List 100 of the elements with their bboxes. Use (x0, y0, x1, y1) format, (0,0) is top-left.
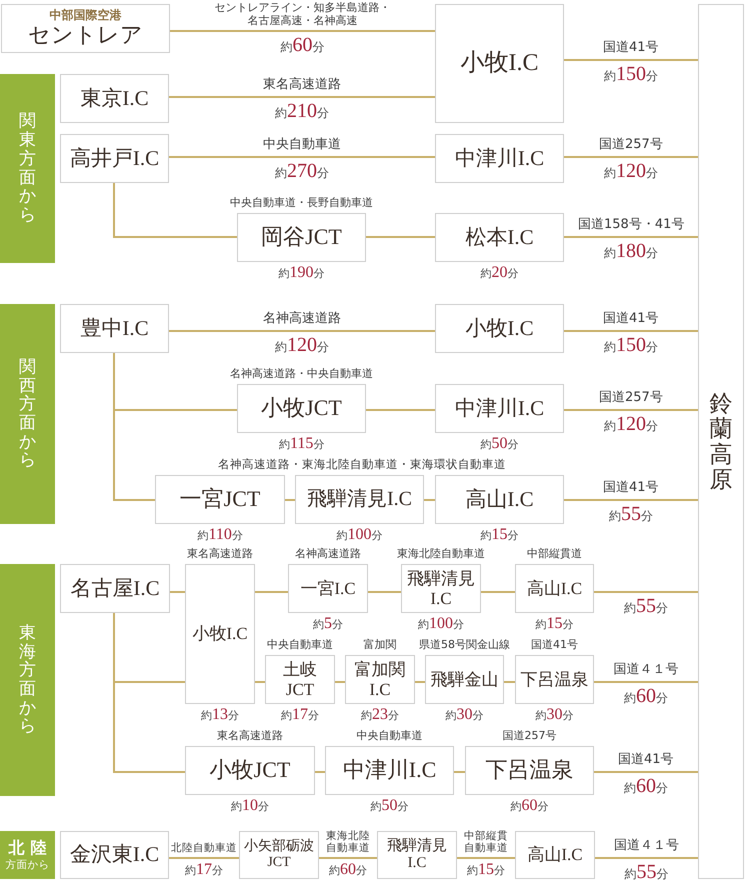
road-name: 国道４１号 (614, 663, 678, 678)
road-name: 名神高速道路 (263, 312, 341, 327)
place-name: 小牧I.C (460, 50, 538, 77)
road-line (255, 591, 288, 593)
road-line (169, 857, 239, 859)
travel-time: 約150分 (604, 335, 658, 355)
place-name: 金沢東I.C (70, 843, 160, 867)
road-name: 国道41号 (603, 481, 659, 496)
road-line (335, 681, 345, 683)
place-box (185, 564, 255, 704)
place-box (265, 655, 335, 704)
road-name: 国道257号 (599, 391, 663, 406)
road-name: 名神高速道路 (295, 548, 361, 561)
travel-time: 約15分 (467, 862, 505, 878)
travel-time: 約50分 (370, 798, 408, 814)
travel-time: 約190分 (278, 265, 324, 281)
road-line (594, 771, 698, 773)
travel-time: 約120分 (604, 161, 658, 181)
road-line (255, 681, 265, 683)
road-line (113, 183, 237, 238)
travel-time: 約10分 (231, 798, 269, 814)
road-line (594, 591, 698, 593)
place-name: 中津川I.C (454, 396, 544, 420)
travel-time: 約110分 (198, 527, 243, 543)
place-box (155, 475, 285, 524)
place-name: 小矢部砺波JCT (243, 839, 315, 871)
place-box (60, 74, 169, 123)
place-name: 豊中I.C (80, 316, 149, 340)
destination-name: 鈴蘭高原 (710, 390, 732, 492)
road-name: 国道41号 (531, 639, 578, 652)
road-line (564, 409, 698, 411)
place-box (465, 746, 594, 795)
road-name: 東海北陸自動車道 (397, 548, 485, 561)
road-name: 中央自動車道 (356, 730, 422, 743)
travel-time: 約13分 (201, 707, 239, 723)
place-name: 飛騨清見I.C (406, 569, 476, 608)
road-name: 県道58号関金山線 (419, 639, 510, 652)
place-name: 小牧I.C (465, 316, 534, 340)
road-line (169, 156, 435, 158)
region-label: 関西方面から (19, 358, 36, 470)
place-name: 高山I.C (527, 845, 583, 865)
place-box (60, 134, 169, 183)
region-label: 関東方面から (19, 112, 36, 225)
place-name: 高井戸I.C (70, 146, 160, 170)
place-box (435, 4, 564, 123)
travel-time: 約17分 (185, 862, 223, 878)
road-line (170, 30, 435, 32)
travel-time: 約30分 (536, 707, 574, 723)
road-line (113, 353, 155, 501)
travel-time: 約5分 (313, 616, 343, 632)
road-line (457, 857, 515, 859)
road-name: セントレアライン・知多半島道路・名古屋高速・名神高速 (214, 2, 392, 28)
road-name: 東海北陸自動車道 (326, 830, 370, 854)
travel-time: 約55分 (624, 862, 668, 881)
region-band (0, 564, 55, 796)
road-line (564, 236, 698, 238)
travel-time: 約15分 (480, 527, 518, 543)
travel-time: 約180分 (604, 241, 658, 261)
place-name: 飛騨清見I.C (386, 838, 448, 872)
place-name: 名古屋I.C (70, 576, 160, 600)
place-name: 飛騨金山 (430, 670, 498, 690)
travel-time: 約50分 (480, 436, 518, 452)
place-name: 中津川I.C (454, 146, 544, 170)
travel-time: 約23分 (361, 707, 399, 723)
road-line (481, 591, 515, 593)
place-box (60, 564, 170, 613)
place-box (60, 831, 169, 879)
travel-time: 約120分 (275, 335, 329, 355)
place-name: 小牧I.C (192, 624, 248, 644)
place-box (237, 384, 366, 433)
travel-time: 約15分 (536, 616, 574, 632)
place-box (425, 655, 504, 704)
place-box (515, 564, 594, 613)
road-name: 国道４１号 (614, 839, 679, 854)
road-line (368, 591, 401, 593)
travel-time: 約17分 (281, 707, 319, 723)
region-band (0, 831, 55, 879)
travel-time: 約55分 (609, 504, 653, 524)
destination-box (698, 4, 744, 879)
road-name: 名神高速道路・中央自動車道 (230, 368, 373, 381)
road-line (504, 681, 515, 683)
road-line (169, 330, 435, 332)
road-line (366, 236, 435, 238)
road-line (594, 681, 698, 683)
place-name: セントレア (28, 22, 143, 48)
place-name: 松本I.C (465, 226, 534, 250)
road-line (564, 330, 698, 332)
place-box (435, 304, 564, 353)
place-name: 飛騨清見I.C (307, 488, 412, 511)
road-name: 東名高速道路 (217, 730, 283, 743)
region-band (0, 74, 55, 263)
travel-time: 約270分 (275, 161, 329, 181)
region-band (0, 304, 55, 524)
road-name: 中部縦貫道 (527, 548, 582, 561)
road-line (366, 409, 435, 411)
place-name: 下呂温泉 (520, 670, 588, 690)
place-name: 下呂温泉 (486, 758, 574, 783)
travel-time: 約150分 (604, 64, 658, 84)
place-name: 小牧JCT (210, 758, 290, 783)
road-name: 中央自動車道・長野自動車道 (230, 197, 373, 210)
